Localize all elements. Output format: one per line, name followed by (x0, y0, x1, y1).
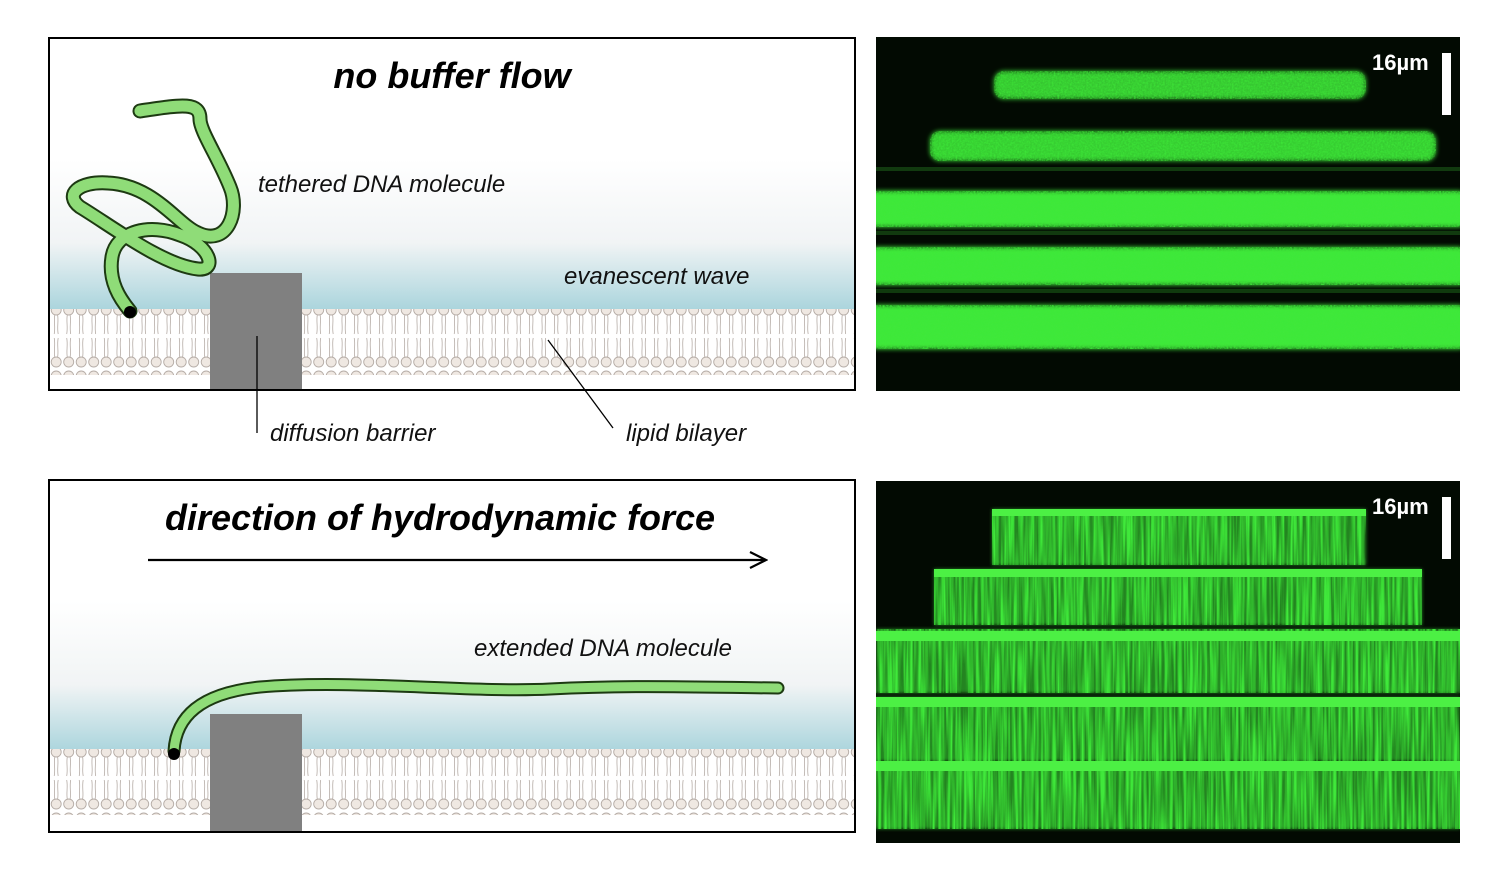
bottom-micrograph-svg (876, 509, 1460, 829)
extended-dna-label: extended DNA molecule (474, 635, 732, 662)
dna-curtain-row-5 (876, 305, 1460, 349)
dna-curtain-row-1 (994, 71, 1366, 99)
top-scale-bar-label: 16µm (1372, 50, 1429, 75)
diffusion-barrier-block (210, 714, 302, 831)
bottom-panel-title: direction of hydrodynamic force (164, 497, 716, 538)
bottom-schematic-svg (50, 481, 854, 831)
bottom-fluorescence-micrograph: 16µm (876, 481, 1460, 843)
top-scale-bar (1442, 53, 1451, 115)
tether-point (124, 306, 136, 318)
dna-curtain-row-4 (876, 247, 1460, 285)
extended-curtain-row-4 (876, 697, 1460, 761)
diffusion-barrier-block (210, 273, 302, 389)
evanescent-wave-label: evanescent wave (564, 263, 750, 290)
extended-curtain-row-2 (934, 569, 1422, 625)
diffusion-barrier-label: diffusion barrier (270, 420, 436, 447)
bottom-schematic-panel: direction of hydrodynamic force extended… (48, 479, 856, 833)
extended-curtain-row-1 (992, 509, 1366, 565)
top-micrograph-svg (876, 71, 1460, 349)
tether-point (168, 748, 180, 760)
evanescent-wave-region (50, 601, 854, 753)
bottom-scale-bar-label: 16µm (1372, 494, 1429, 519)
bottom-scale-bar (1442, 497, 1451, 559)
extended-dna-molecule (167, 677, 785, 758)
tethered-dna-label: tethered DNA molecule (258, 171, 506, 198)
extended-curtain-row-5 (876, 765, 1460, 829)
lipid-bilayer-label: lipid bilayer (626, 420, 747, 447)
top-schematic-panel: no buffer flow tethered DNA molecule eva… (48, 37, 856, 391)
dna-curtain-row-2 (930, 131, 1436, 161)
top-fluorescence-micrograph: 16µm (876, 37, 1460, 391)
tethered-dna-molecule (65, 98, 241, 319)
top-schematic-svg (50, 98, 854, 389)
dna-curtain-row-3 (876, 191, 1460, 227)
top-panel-title: no buffer flow (333, 55, 571, 96)
